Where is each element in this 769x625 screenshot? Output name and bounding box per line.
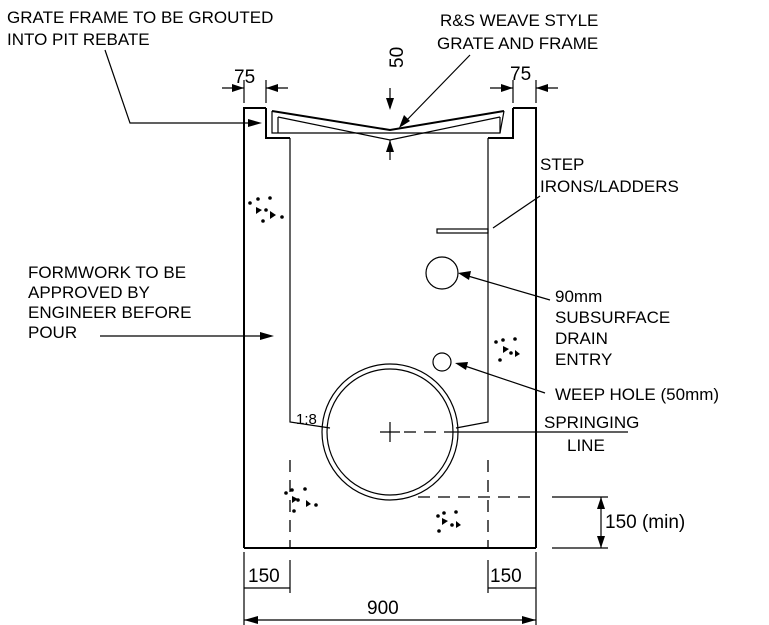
step-label-2: IRONS/LADDERS: [540, 177, 679, 196]
dim-base-thickness: [552, 496, 608, 549]
grate-frame-label-1: GRATE FRAME TO BE GROUTED: [7, 8, 273, 27]
subsurface-leader: [458, 271, 551, 301]
subsurface-label-1: 90mm: [555, 287, 602, 306]
grate-rebate: [265, 108, 514, 139]
formwork-label-1: FORMWORK TO BE: [28, 263, 186, 282]
concrete-hatch-2: [494, 337, 520, 362]
dim-wall-right: [487, 552, 537, 625]
step-iron: [436, 228, 489, 234]
dim-rebate-right-label: 75: [510, 64, 531, 85]
dim-grate-depth-label: 50: [387, 47, 408, 68]
weep-hole-label: WEEP HOLE (50mm): [555, 385, 719, 404]
subsurface-label-2: SUBSURFACE: [555, 308, 670, 327]
formwork-leader: [100, 332, 274, 340]
dim-wall-left: [243, 552, 291, 593]
dim-rebate-left-label: 75: [234, 67, 255, 88]
dim-overall-width: [243, 593, 536, 625]
formwork-label-2: APPROVED BY: [28, 283, 150, 302]
dim-base-thickness-label: 150 (min): [605, 512, 685, 533]
weep-hole-leader: [455, 362, 546, 394]
grate-and-frame: [271, 110, 505, 141]
step-label-1: STEP: [540, 155, 584, 174]
grate-frame-label-2: INTO PIT REBATE: [7, 30, 150, 49]
weave-leader: [399, 54, 471, 128]
grate-frame-leader: [104, 49, 262, 127]
dim-rebate-left: [222, 80, 288, 103]
dim-grate-depth: [386, 88, 394, 160]
pit-inner-wall: [289, 138, 489, 429]
dim-wall-left-label: 150: [248, 566, 280, 587]
concrete-hatch-4: [436, 510, 461, 533]
weave-label-1: R&S WEAVE STYLE: [440, 11, 598, 30]
concrete-hatch-3: [284, 487, 318, 513]
pit-outer-wall: [243, 107, 537, 549]
outlet-pipe: [321, 363, 459, 501]
step-leader: [492, 195, 541, 229]
formwork-label-3: ENGINEER BEFORE: [28, 303, 191, 322]
dim-overall-width-label: 900: [367, 598, 399, 619]
concrete-hatch-1: [248, 196, 284, 223]
dim-wall-right-label: 150: [490, 566, 522, 587]
formwork-label-4: POUR: [28, 323, 77, 342]
slope-label: 1:8: [296, 411, 317, 428]
weep-hole-circle: [432, 352, 452, 372]
subsurface-label-4: ENTRY: [555, 350, 612, 369]
subsurface-drain-circle: [425, 256, 459, 290]
springing-label-2: LINE: [567, 436, 605, 455]
dim-rebate-right: [490, 80, 558, 103]
springing-label-1: SPRINGING: [544, 413, 639, 432]
weave-label-2: GRATE AND FRAME: [437, 34, 598, 53]
construction-dashes: [289, 431, 536, 548]
subsurface-label-3: DRAIN: [555, 329, 608, 348]
